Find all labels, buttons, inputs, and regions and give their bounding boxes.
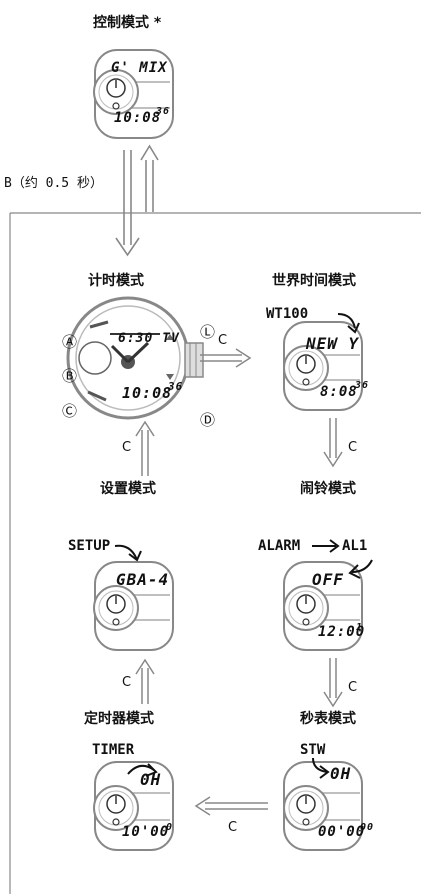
world-time-caption: 世界时间模式 (272, 273, 356, 289)
arrow-c-down-1 (323, 418, 343, 468)
alarm-label-a: ALARM (258, 538, 301, 554)
timer-display-sec: 0 (166, 822, 174, 833)
timekeeping-caption: 计时模式 (88, 273, 144, 289)
arrow-c-down-2 (323, 658, 343, 708)
world-time-display-top: NEW Y (306, 334, 360, 353)
button-d: Ⓓ (200, 411, 216, 429)
world-time-display-sec: 36 (355, 380, 370, 391)
control-display-top: G' MIX (111, 60, 168, 76)
timer-label: TIMER (92, 742, 135, 758)
c-label-down-2: C (348, 680, 358, 695)
arrow-up (140, 144, 159, 212)
button-c: Ⓒ (62, 402, 78, 420)
button-b: Ⓑ (62, 367, 78, 385)
arrow-c-left (194, 796, 268, 816)
arrow-b-down (115, 150, 140, 257)
timer-display-top: 0H (140, 770, 162, 789)
watch-setting (93, 544, 174, 651)
timekeeping-display-time: 10:08 (122, 384, 173, 402)
c-label-left: C (228, 820, 238, 835)
world-time-display-time: 8:08 (320, 384, 358, 400)
world-time-label: WT100 (266, 306, 309, 322)
timekeeping-display-sec: 36 (168, 380, 184, 393)
c-label-down-1: C (348, 440, 358, 455)
watch-timekeeping (66, 296, 204, 420)
setting-caption: 设置模式 (100, 481, 156, 497)
c-label-right: C (218, 333, 228, 348)
stopwatch-label: STW (300, 742, 326, 758)
timer-display-time: 10'00 (122, 824, 170, 840)
setting-display-top: GBA-4 (116, 570, 170, 589)
arrow-c-right-1 (200, 348, 252, 368)
c-label-up-2: C (122, 440, 132, 455)
button-l: Ⓛ (200, 323, 216, 341)
stopwatch-display-top: 0H (330, 764, 352, 783)
watch-world-time (283, 313, 363, 411)
stopwatch-caption: 秒表模式 (300, 711, 356, 727)
watch-alarm (283, 539, 373, 651)
transition-b-label: B（约 0.5 秒） (4, 176, 103, 191)
alarm-display-time: 12:00 (318, 624, 366, 640)
arrow-c-up-2 (135, 420, 155, 476)
alarm-caption: 闹铃模式 (300, 481, 356, 497)
button-a: Ⓐ (62, 333, 78, 351)
arrow-c-up-1 (135, 658, 155, 704)
alarm-display-top: OFF (312, 570, 344, 589)
setting-label: SETUP (68, 538, 111, 554)
timer-caption: 定时器模式 (84, 711, 154, 727)
c-label-up-1: C (122, 675, 132, 690)
alarm-display-sec: 1 (356, 622, 364, 633)
watch-stopwatch (283, 757, 363, 851)
stopwatch-display-sec: 00 (360, 822, 375, 833)
watch-timer (93, 761, 174, 851)
timekeeping-display-top: 6:30 TV (118, 331, 180, 346)
control-display-sec: 36 (156, 106, 171, 117)
watch-control-mode (93, 49, 174, 139)
control-mode-caption: 控制模式 * (93, 15, 162, 31)
stopwatch-display-time: 00'00 (318, 824, 366, 840)
alarm-label-b: AL1 (342, 538, 368, 554)
control-display-time: 10:08 (114, 110, 162, 126)
